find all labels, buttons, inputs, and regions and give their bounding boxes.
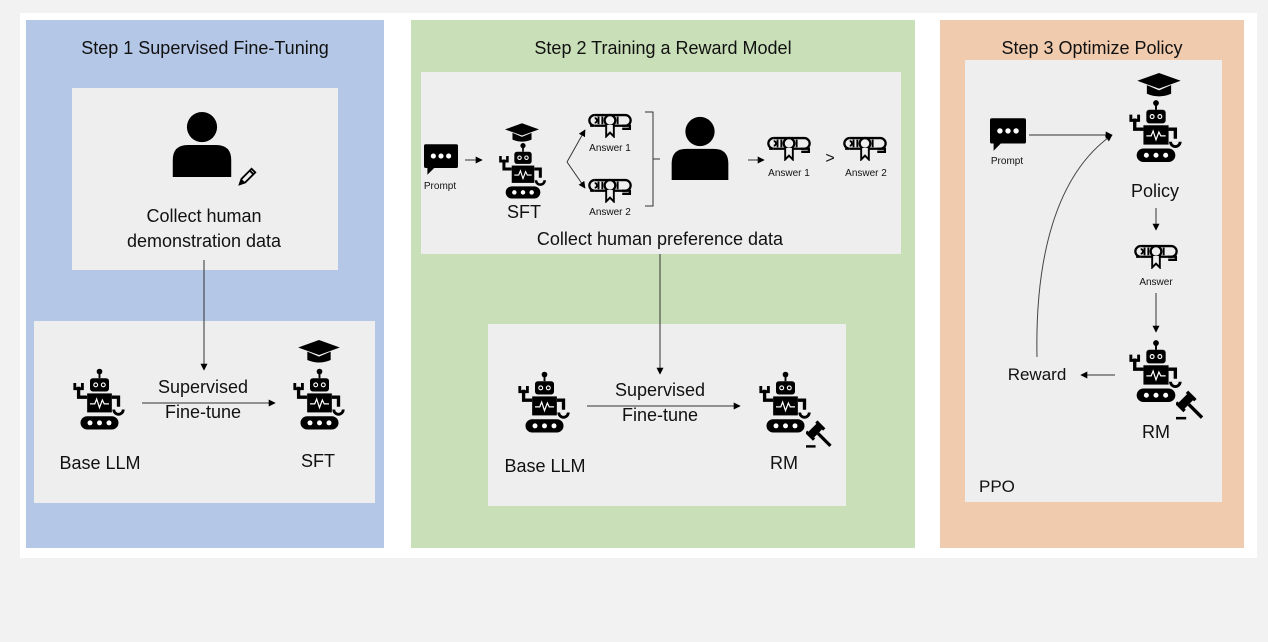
gavel-icon bbox=[806, 418, 838, 450]
graduation-cap-icon bbox=[505, 123, 539, 144]
chat-bubble-icon bbox=[424, 144, 458, 175]
step1-title: Step 1 Supervised Fine-Tuning bbox=[81, 38, 329, 58]
gavel-icon bbox=[1176, 388, 1210, 422]
diploma-scroll-icon bbox=[842, 135, 888, 161]
graduation-cap-icon bbox=[298, 340, 340, 365]
robot-icon bbox=[71, 366, 128, 436]
graduation-cap-icon bbox=[1137, 73, 1181, 99]
step2-answer2-label: Answer 2 bbox=[589, 207, 631, 218]
person-icon bbox=[668, 115, 732, 181]
step3-algorithm-label: PPO bbox=[979, 477, 1015, 496]
diploma-scroll-icon bbox=[1133, 243, 1179, 269]
step2-ranked-first-label: Answer 1 bbox=[768, 168, 810, 179]
step1-target-label: SFT bbox=[301, 451, 335, 471]
robot-icon bbox=[291, 366, 348, 436]
chat-bubble-icon bbox=[990, 118, 1026, 151]
step2-answer1-label: Answer 1 bbox=[589, 143, 631, 154]
step2-title: Step 2 Training a Reward Model bbox=[534, 38, 792, 58]
step3-policy-label: Policy bbox=[1130, 181, 1180, 201]
step1-edge-label-line2: Fine-tune bbox=[164, 402, 242, 422]
diploma-scroll-icon bbox=[766, 135, 812, 161]
step2-target-label: RM bbox=[770, 453, 798, 473]
person-icon bbox=[169, 111, 235, 177]
step1-collect-label-line2: demonstration data bbox=[126, 231, 282, 251]
robot-icon bbox=[516, 369, 573, 439]
step2-edge-label-line2: Fine-tune bbox=[621, 405, 699, 425]
step3-rm-label: RM bbox=[1142, 422, 1170, 442]
step1-base-label: Base LLM bbox=[59, 453, 141, 473]
step2-edge-label-line1: Supervised bbox=[614, 380, 706, 400]
step3-title: Step 3 Optimize Policy bbox=[1001, 38, 1183, 58]
step2-comparator: > bbox=[825, 150, 835, 167]
step1-edge-label-line1: Supervised bbox=[157, 377, 249, 397]
step1-collect-label-line1: Collect human bbox=[146, 206, 262, 226]
step3-reward-label: Reward bbox=[1007, 365, 1067, 384]
step2-collect-box bbox=[421, 72, 901, 254]
robot-icon bbox=[497, 142, 549, 203]
step2-ranked-second-label: Answer 2 bbox=[845, 168, 887, 179]
step2-collect-label: Collect human preference data bbox=[536, 229, 784, 249]
pencil-icon bbox=[236, 166, 258, 188]
step2-base-label: Base LLM bbox=[504, 456, 586, 476]
step2-sft-label: SFT bbox=[507, 202, 541, 222]
diploma-scroll-icon bbox=[587, 112, 633, 138]
diploma-scroll-icon bbox=[587, 177, 633, 203]
robot-icon bbox=[1127, 98, 1185, 168]
step3-answer-label: Answer bbox=[1139, 277, 1173, 288]
step2-prompt-label: Prompt bbox=[423, 181, 457, 192]
step3-prompt-label: Prompt bbox=[990, 156, 1024, 167]
